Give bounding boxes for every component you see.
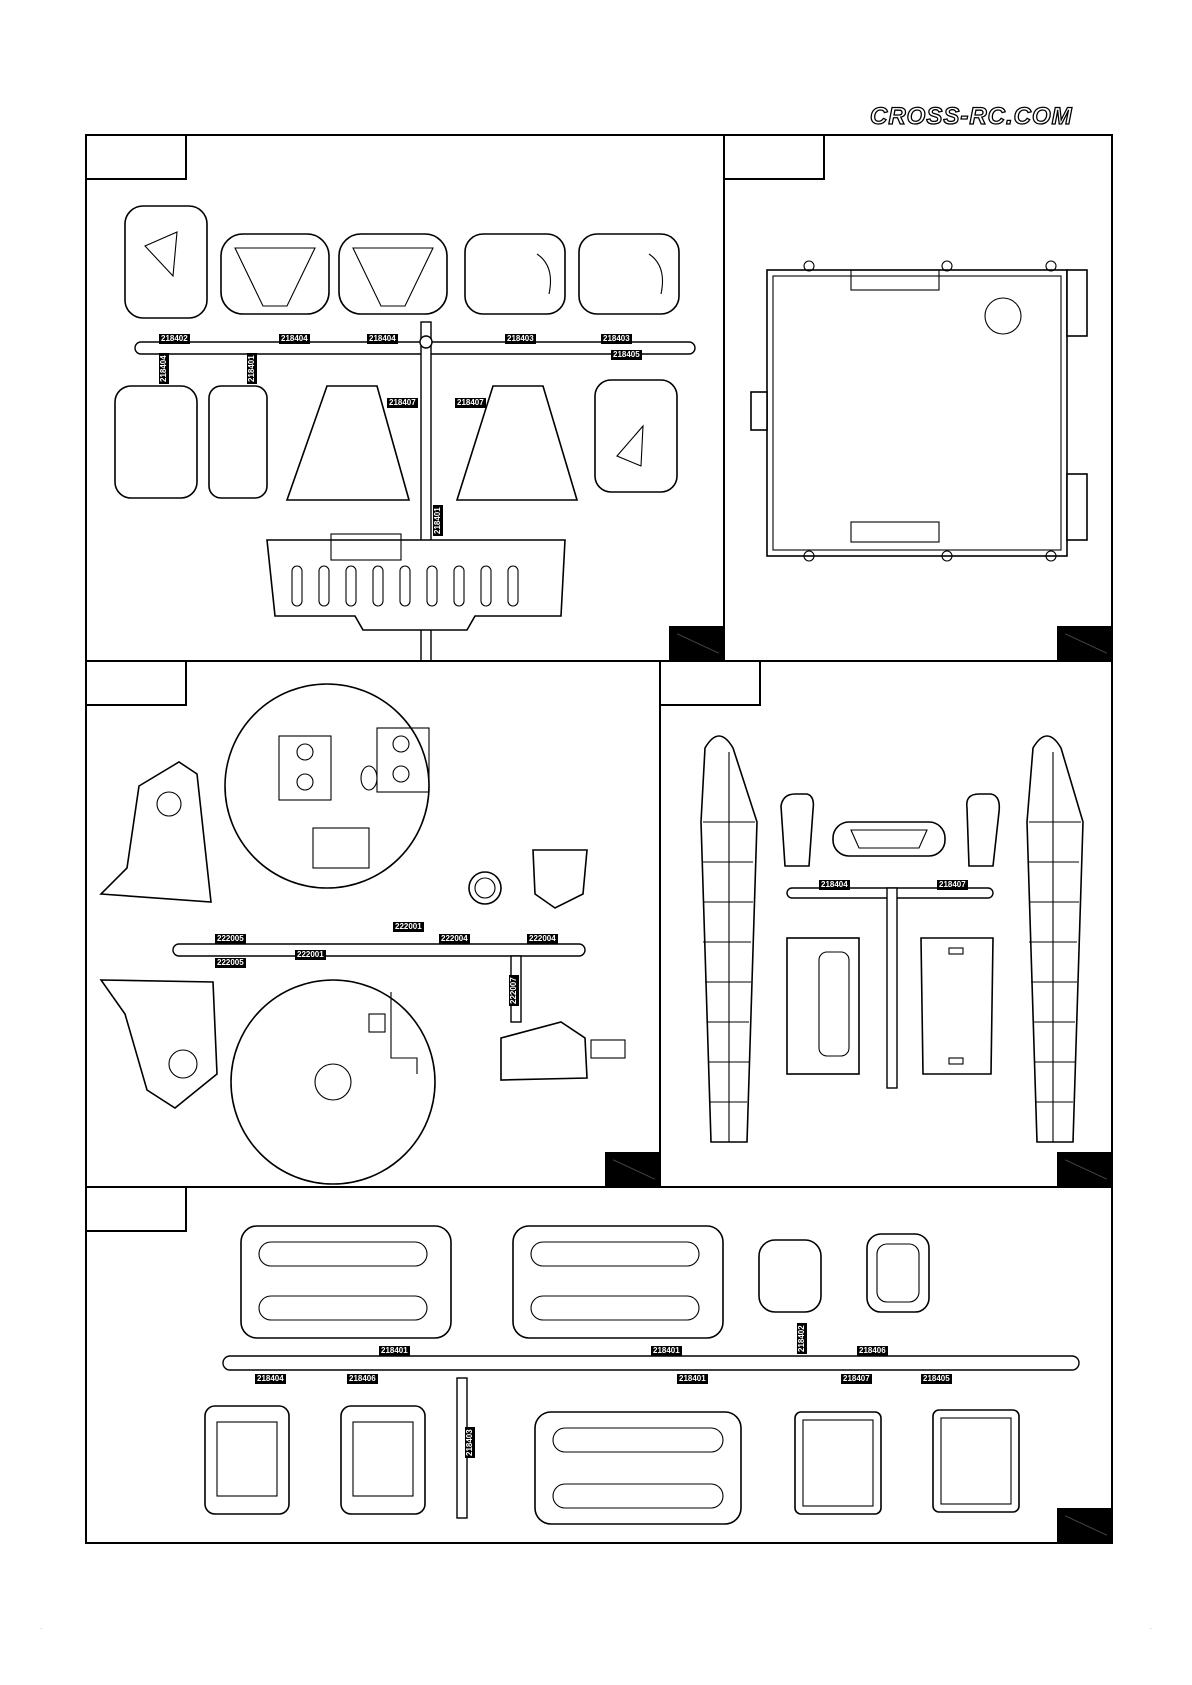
part-number-label: 222001 xyxy=(393,922,424,932)
part-number-label: 218407 xyxy=(937,880,968,890)
panel-side-rails: 218404 218407 xyxy=(659,660,1113,1188)
panel-corner-mark xyxy=(1057,1508,1111,1542)
panel-corner-mark xyxy=(669,626,723,660)
part-number-label: 218405 xyxy=(921,1374,952,1384)
part-number-label: 218406 xyxy=(347,1374,378,1384)
part-number-label: 222004 xyxy=(439,934,470,944)
part-number-label: 218401 xyxy=(433,505,443,536)
part-number-label: 218403 xyxy=(465,1427,475,1458)
part-number-label: 218407 xyxy=(455,398,486,408)
part-number-label: 218403 xyxy=(601,334,632,344)
part-number-label: 222005 xyxy=(215,958,246,968)
tray-plate-drawing xyxy=(725,136,1115,664)
part-number-label: 218401 xyxy=(379,1346,410,1356)
part-number-label: 218407 xyxy=(387,398,418,408)
vent-frames-sprue-drawing xyxy=(87,1188,1115,1546)
part-number-label: 218404 xyxy=(367,334,398,344)
panel-light-housings: 218402 218404 218404 218403 218403 21840… xyxy=(85,134,725,662)
part-number-label: 218401 xyxy=(677,1374,708,1384)
part-number-label: 218401 xyxy=(651,1346,682,1356)
part-number-label: 218404 xyxy=(819,880,850,890)
brand-logo: CROSS-RC.COM xyxy=(870,104,1110,130)
part-number-label: 218404 xyxy=(255,1374,286,1384)
footer-mark-right: · xyxy=(1150,1626,1152,1632)
part-number-label: 222007 xyxy=(509,975,519,1006)
part-number-label: 222004 xyxy=(527,934,558,944)
footer-mark-left: · xyxy=(40,1626,42,1632)
side-rails-sprue-drawing xyxy=(661,662,1115,1190)
panel-gear-housings: 222005 222005 222001 222001 222004 22200… xyxy=(85,660,661,1188)
part-number-label: 218402 xyxy=(159,334,190,344)
panel-corner-mark xyxy=(605,1152,659,1186)
part-number-label: 218405 xyxy=(611,350,642,360)
panel-tray-plate xyxy=(723,134,1113,662)
gear-housings-sprue-drawing xyxy=(87,662,663,1190)
panel-vent-frames: 218401 218401 218402 218406 218404 21840… xyxy=(85,1186,1113,1544)
panel-corner-mark xyxy=(1057,1152,1111,1186)
part-number-label: 218401 xyxy=(247,353,257,384)
part-number-label: 218404 xyxy=(159,353,169,384)
part-number-label: 218406 xyxy=(857,1346,888,1356)
part-number-label: 222005 xyxy=(215,934,246,944)
part-number-label: 218403 xyxy=(505,334,536,344)
part-number-label: 218402 xyxy=(797,1323,807,1354)
part-number-label: 222001 xyxy=(295,950,326,960)
part-number-label: 218407 xyxy=(841,1374,872,1384)
panel-corner-mark xyxy=(1057,626,1111,660)
part-number-label: 218404 xyxy=(279,334,310,344)
